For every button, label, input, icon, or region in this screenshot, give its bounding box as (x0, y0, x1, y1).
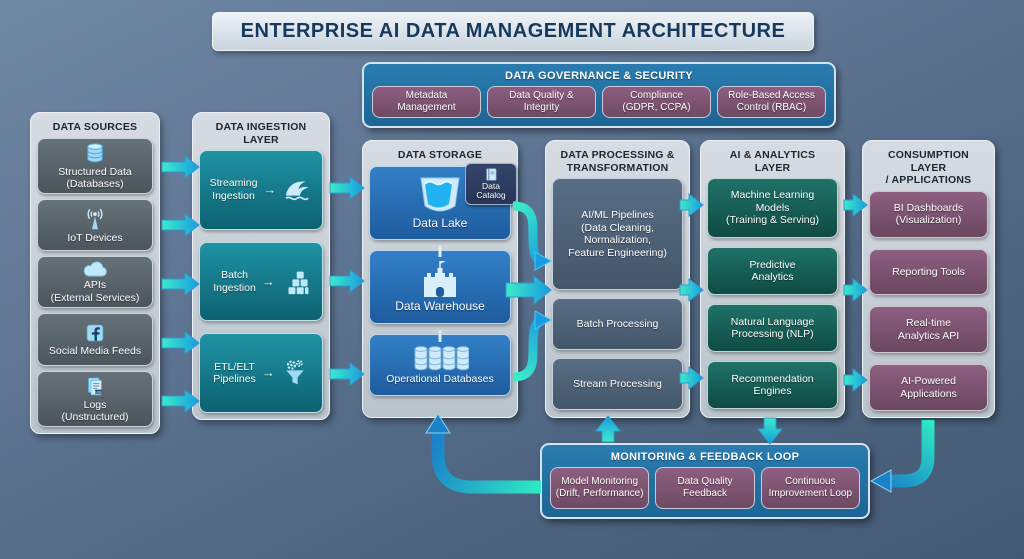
ingestion-streaming: Streaming Ingestion → (199, 150, 323, 230)
governance-item-compliance: Compliance (GDPR, CCPA) (602, 86, 711, 118)
processing-aiml-pipelines: AI/ML Pipelines (Data Cleaning, Normaliz… (552, 178, 683, 291)
monitoring-box: MONITORING & FEEDBACK LOOP Model Monitor… (540, 443, 870, 519)
governance-item-rbac: Role-Based Access Control (RBAC) (717, 86, 826, 118)
data-catalog-badge: Data Catalog (465, 162, 517, 206)
ingestion-etl-label: ETL/ELT Pipelines (213, 360, 256, 386)
facebook-icon (86, 324, 104, 342)
ingestion-streaming-label: Streaming Ingestion (209, 177, 258, 202)
book-icon (486, 167, 497, 181)
source-logs: LOG Logs (Unstructured) (37, 370, 153, 427)
storage-operational-dbs: Operational Databases (369, 333, 511, 396)
data-sources-header: DATA SOURCES (52, 121, 138, 133)
arrow-glyph: → (261, 365, 275, 381)
consumption-panel: CONSUMPTION LAYER / APPLICATIONS BI Dash… (862, 140, 995, 418)
ai-nlp: Natural Language Processing (NLP) (707, 304, 838, 353)
consumption-header: CONSUMPTION LAYER / APPLICATIONS (885, 149, 972, 187)
castle-icon (424, 261, 456, 298)
wave-icon (285, 181, 310, 201)
ingestion-etl: ETL/ELT Pipelines → (199, 333, 323, 414)
iot-antenna-icon (87, 209, 103, 230)
database-icon (87, 142, 103, 163)
source-structured-data: Structured Data (Databases) (37, 137, 153, 194)
storage-data-lake: Data Lake Data Catalog (369, 162, 517, 240)
processing-stream: Stream Processing (552, 358, 683, 411)
consumption-ai-apps: AI-Powered Applications (869, 364, 988, 411)
data-storage-panel: DATA STORAGE Data Lake Data Catalog (362, 140, 518, 418)
water-basin-icon (420, 177, 460, 212)
arrow-glyph: → (261, 273, 275, 289)
ai-recommendation-engines: Recommendation Engines (707, 361, 838, 410)
data-processing-panel: DATA PROCESSING & TRANSFORMATION AI/ML P… (545, 140, 690, 418)
monitoring-model-monitoring: Model Monitoring (Drift, Performance) (550, 467, 650, 509)
ai-ml-models: Machine Learning Models (Training & Serv… (707, 178, 838, 239)
monitoring-continuous-improvement: Continuous Improvement Loop (760, 467, 860, 509)
monitoring-data-quality: Data Quality Feedback (655, 467, 755, 509)
data-processing-header: DATA PROCESSING & TRANSFORMATION (560, 149, 675, 174)
ingestion-batch-label: Batch Ingestion (213, 269, 256, 294)
diagram-title-banner: ENTERPRISE AI DATA MANAGEMENT ARCHITECTU… (212, 12, 814, 51)
data-ingestion-header: DATA INGESTION LAYER (215, 121, 307, 146)
processing-batch: Batch Processing (552, 298, 683, 351)
governance-title: DATA GOVERNANCE & SECURITY (505, 70, 693, 82)
governance-box: DATA GOVERNANCE & SECURITY Metadata Mana… (362, 62, 836, 128)
consumption-bi-dashboards: BI Dashboards (Visualization) (869, 190, 988, 238)
consumption-reporting-tools: Reporting Tools (869, 248, 988, 296)
arrow-glyph: → (263, 182, 277, 198)
storage-data-warehouse: Data Warehouse (369, 249, 511, 324)
ingestion-batch: Batch Ingestion → (199, 241, 323, 322)
ai-analytics-header: AI & ANALYTICS LAYER (729, 149, 816, 174)
data-ingestion-panel: DATA INGESTION LAYER Streaming Ingestion… (192, 112, 330, 420)
data-storage-header: DATA STORAGE (397, 149, 483, 161)
log-file-icon: LOG (88, 377, 103, 396)
source-iot-devices: IoT Devices (37, 198, 153, 252)
ai-predictive-analytics: Predictive Analytics (707, 247, 838, 296)
cubes-icon (288, 271, 309, 294)
data-sources-panel: DATA SOURCES Structured Data (Databases)… (30, 112, 160, 434)
governance-item-metadata: Metadata Management (372, 86, 481, 118)
funnel-gears-icon (286, 360, 304, 385)
cloud-icon (83, 261, 107, 277)
governance-items: Metadata Management Data Quality & Integ… (372, 86, 826, 118)
consumption-realtime-api: Real-time Analytics API (869, 306, 988, 354)
diagram-title: ENTERPRISE AI DATA MANAGEMENT ARCHITECTU… (240, 20, 786, 42)
source-social-media: Social Media Feeds (37, 313, 153, 366)
svg-text:LOG: LOG (95, 390, 102, 394)
governance-item-quality: Data Quality & Integrity (487, 86, 596, 118)
ingestion-to-storage-arrows (329, 175, 365, 387)
monitoring-items: Model Monitoring (Drift, Performance) Da… (550, 467, 860, 509)
source-apis: APIs (External Services) (37, 256, 153, 309)
ai-analytics-panel: AI & ANALYTICS LAYER Machine Learning Mo… (700, 140, 845, 418)
databases-row-icon (414, 346, 469, 371)
monitoring-title: MONITORING & FEEDBACK LOOP (610, 451, 800, 463)
